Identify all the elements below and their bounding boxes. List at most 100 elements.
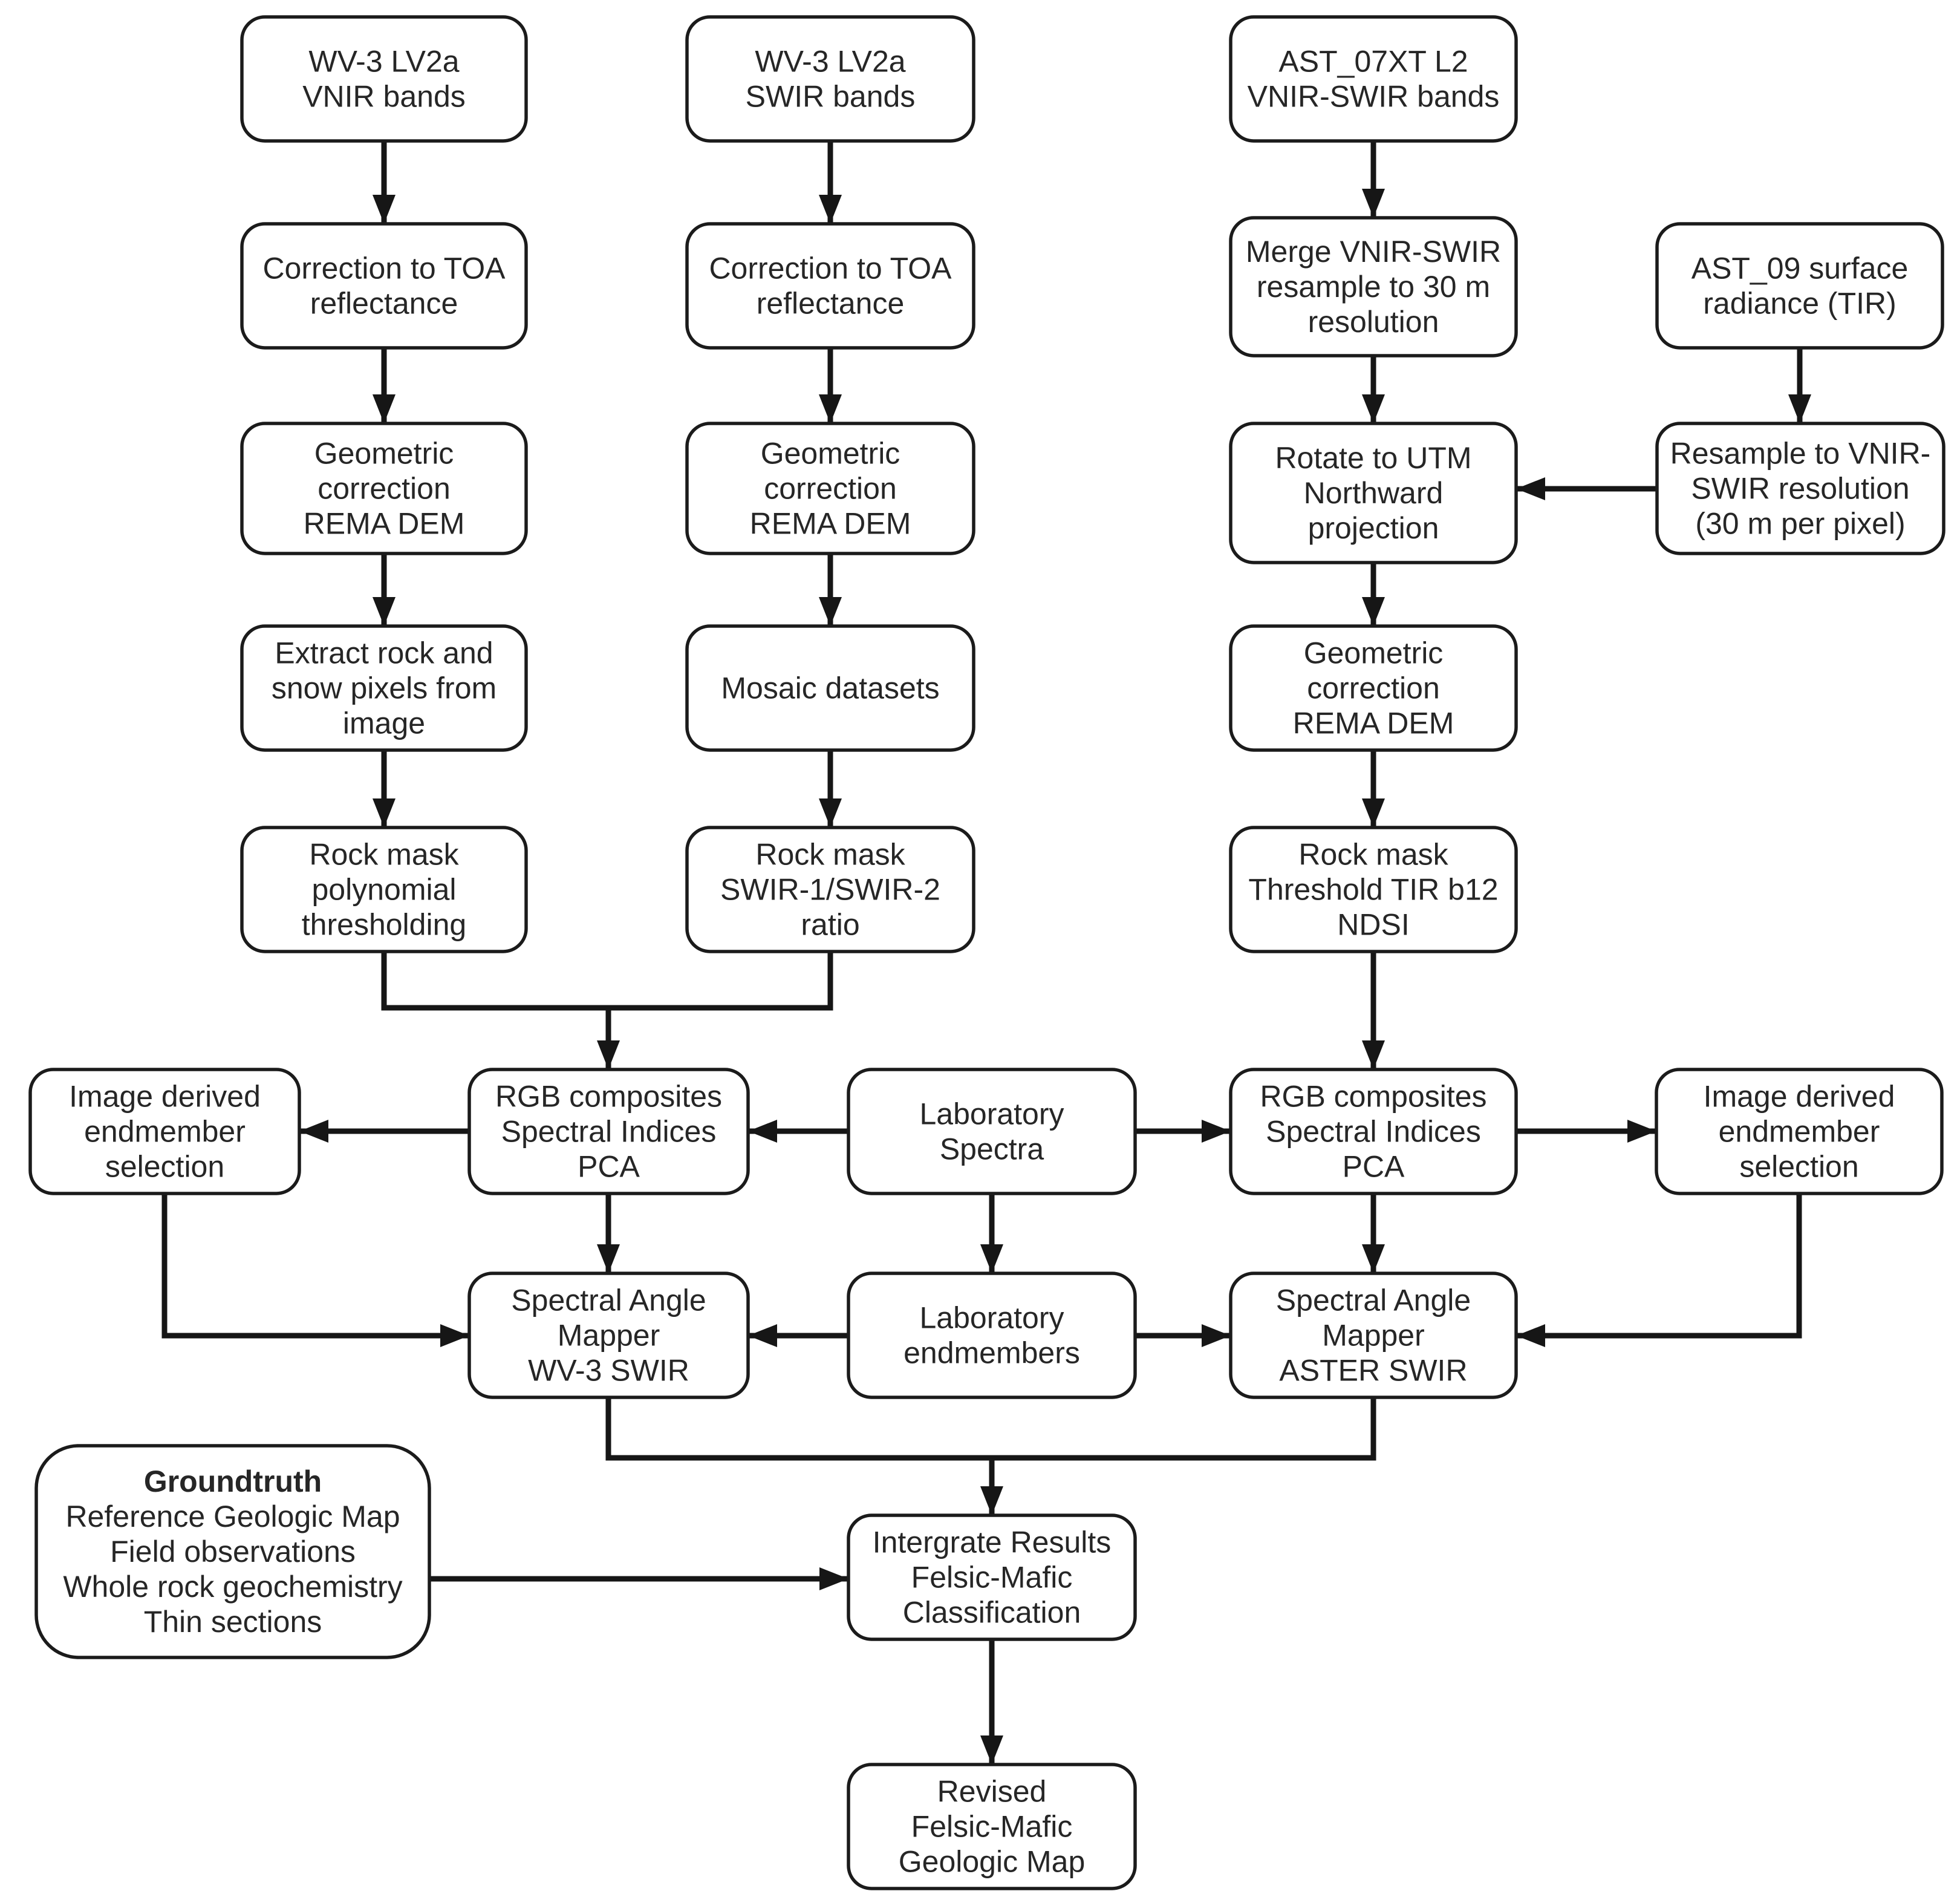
node-label-line: Laboratory xyxy=(919,1301,1064,1335)
node-box-rock-mask-swir xyxy=(685,826,975,953)
node-label-line: ASTER SWIR xyxy=(1279,1354,1467,1388)
node-box-mosaic-datasets xyxy=(685,624,975,752)
node-box-wv3-vnir-geom xyxy=(240,422,528,555)
edges-layer xyxy=(161,141,1811,1765)
node-box-extract-rock-snow xyxy=(240,624,528,752)
node-label-line: RGB composites xyxy=(495,1080,722,1114)
node-label-line: radiance (TIR) xyxy=(1703,287,1897,321)
node-label-line: Felsic-Mafic xyxy=(911,1561,1073,1595)
node-label-line: REMA DEM xyxy=(304,507,465,541)
node-label-line: Mapper xyxy=(558,1319,660,1353)
node-label-line: REMA DEM xyxy=(750,507,911,541)
node-box-wv3-vnir-bands xyxy=(240,15,528,143)
edge-sam-wv3-to-integrate-results xyxy=(605,1397,1003,1515)
node-box-aster-geom xyxy=(1229,624,1518,752)
node-label-line: Thin sections xyxy=(144,1605,322,1639)
node-label-line: Geometric xyxy=(314,437,454,471)
node-label-line: AST_07XT L2 xyxy=(1278,45,1468,79)
node-label-line: reflectance xyxy=(310,287,458,321)
node-label-line: (30 m per pixel) xyxy=(1695,507,1905,541)
node-label-line: Whole rock geochemistry xyxy=(63,1570,402,1604)
node-label-line: Spectral Indices xyxy=(1266,1115,1481,1149)
node-label-line: WV-3 LV2a xyxy=(755,45,905,79)
node-label-line: correction xyxy=(764,472,897,506)
node-box-rotate-utm xyxy=(1229,422,1518,564)
node-label-line: VNIR bands xyxy=(302,80,466,114)
node-label-line: Correction to TOA xyxy=(262,252,506,286)
edge-img-endmember-aster-to-sam-aster xyxy=(1516,1193,1802,1347)
edge-sam-aster-to-integrate-results xyxy=(992,1397,1376,1461)
edge-rock-mask-poly-to-rgb-wv3 xyxy=(381,952,620,1069)
node-label-line: endmembers xyxy=(903,1336,1080,1370)
node-label-line: Spectral Indices xyxy=(501,1115,717,1149)
node-box-wv3-swir-geom xyxy=(685,422,975,555)
node-box-img-endmember-aster xyxy=(1655,1068,1944,1195)
node-label-line: Rotate to UTM xyxy=(1275,441,1471,475)
node-box-wv3-vnir-toa xyxy=(240,222,528,350)
node-mosaic-datasets: Mosaic datasets xyxy=(685,624,975,752)
node-label-line: REMA DEM xyxy=(1293,707,1454,740)
edge-img-endmember-wv3-to-sam-wv3 xyxy=(161,1193,469,1347)
node-label-line: WV-3 LV2a xyxy=(308,45,459,79)
node-box-img-endmember-wv3 xyxy=(28,1068,301,1195)
node-label-line: WV-3 SWIR xyxy=(528,1354,689,1388)
node-box-wv3-swir-bands xyxy=(685,15,975,143)
node-label-line: VNIR-SWIR bands xyxy=(1248,80,1500,114)
node-label-line: Threshold TIR b12 xyxy=(1248,873,1498,907)
node-label-line: RGB composites xyxy=(1260,1080,1486,1114)
node-box-lab-endmembers xyxy=(847,1272,1137,1399)
node-box-ast09-radiance xyxy=(1655,222,1944,350)
node-label-line: resample to 30 m xyxy=(1257,270,1490,304)
node-box-rock-mask-poly xyxy=(240,826,528,953)
node-label-line: Classification xyxy=(903,1596,1081,1630)
node-label-line: selection xyxy=(1739,1150,1858,1184)
node-label-line: projection xyxy=(1308,511,1439,545)
node-label-line: Merge VNIR-SWIR xyxy=(1246,235,1501,269)
node-label-line: Intergrate Results xyxy=(873,1526,1112,1559)
node-label-line: Felsic-Mafic xyxy=(911,1810,1073,1844)
node-box-wv3-swir-toa xyxy=(685,222,975,350)
node-label-line: image xyxy=(343,707,425,740)
node-label-resample-vnir-swir: Resample to VNIR-SWIR resolution(30 m pe… xyxy=(1670,437,1931,541)
node-label-line: Correction to TOA xyxy=(709,252,952,286)
node-label-line: PCA xyxy=(1343,1150,1405,1184)
node-label-line: Spectra xyxy=(940,1132,1044,1166)
